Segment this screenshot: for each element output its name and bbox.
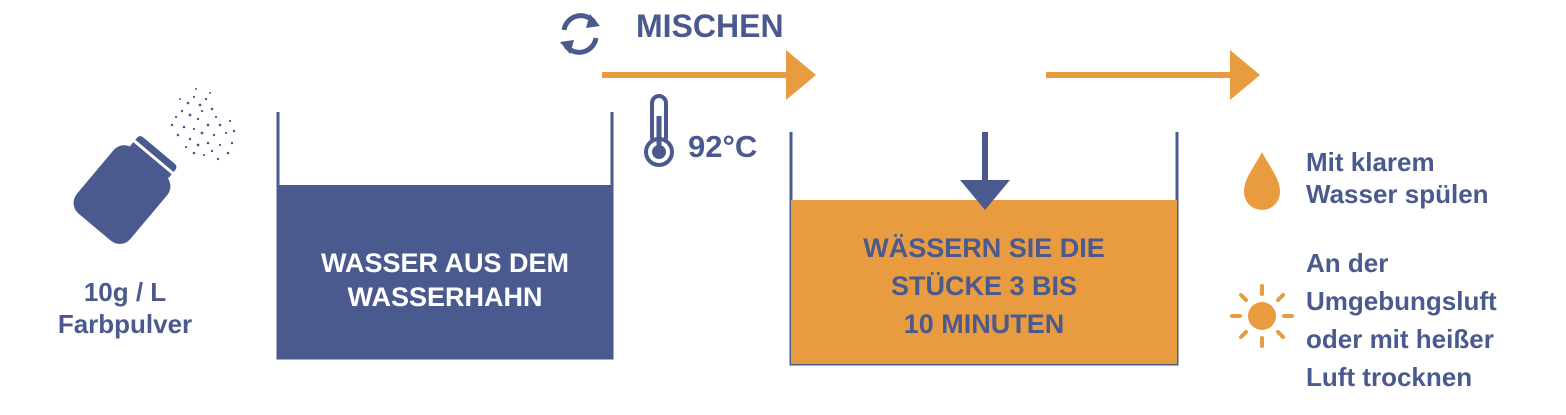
sun-icon [1230, 284, 1294, 348]
powder-spray [170, 88, 236, 161]
rinse-label: Mit klarem Wasser spülen [1306, 146, 1489, 210]
dry-line-4: Luft trocknen [1306, 362, 1473, 392]
soak-line-1: WÄSSERN SIE DIE [863, 233, 1105, 263]
rinse-line-2: Wasser spülen [1306, 179, 1489, 209]
rotate-arrows-icon [560, 13, 600, 55]
temperature-label: 92°C [688, 129, 758, 164]
flow-arrow-1 [602, 50, 816, 100]
soak-label: WÄSSERN SIE DIE STÜCKE 3 BIS 10 MINUTEN [791, 229, 1177, 343]
thermometer-icon [644, 94, 674, 167]
down-arrow [960, 132, 1010, 210]
dry-line-1: An der [1306, 248, 1389, 278]
soak-tank [789, 132, 1179, 366]
powder-line-2: Farbpulver [57, 309, 193, 339]
powder-bottle-icon [73, 88, 236, 244]
tap-water-line-1: WASSER AUS DEM [320, 248, 570, 278]
tap-water-tank [276, 112, 614, 360]
soak-line-2: STÜCKE 3 BIS [890, 271, 1078, 301]
dry-label: An der Umgebungsluft oder mit heißer Luf… [1306, 244, 1497, 396]
water-drop-icon [1244, 152, 1280, 210]
powder-line-1: 10g / L [83, 277, 167, 307]
dry-line-2: Umgebungsluft [1306, 286, 1497, 316]
powder-amount-label: 10g / L Farbpulver [40, 276, 210, 340]
soak-line-3: 10 MINUTEN [903, 309, 1065, 339]
dry-line-3: oder mit heißer [1306, 324, 1494, 354]
mix-label: MISCHEN [636, 8, 784, 44]
tap-water-label: WASSER AUS DEM WASSERHAHN [278, 246, 612, 314]
tap-water-line-2: WASSERHAHN [347, 282, 543, 312]
rinse-line-1: Mit klarem [1306, 147, 1435, 177]
flow-arrow-2 [1046, 50, 1260, 100]
